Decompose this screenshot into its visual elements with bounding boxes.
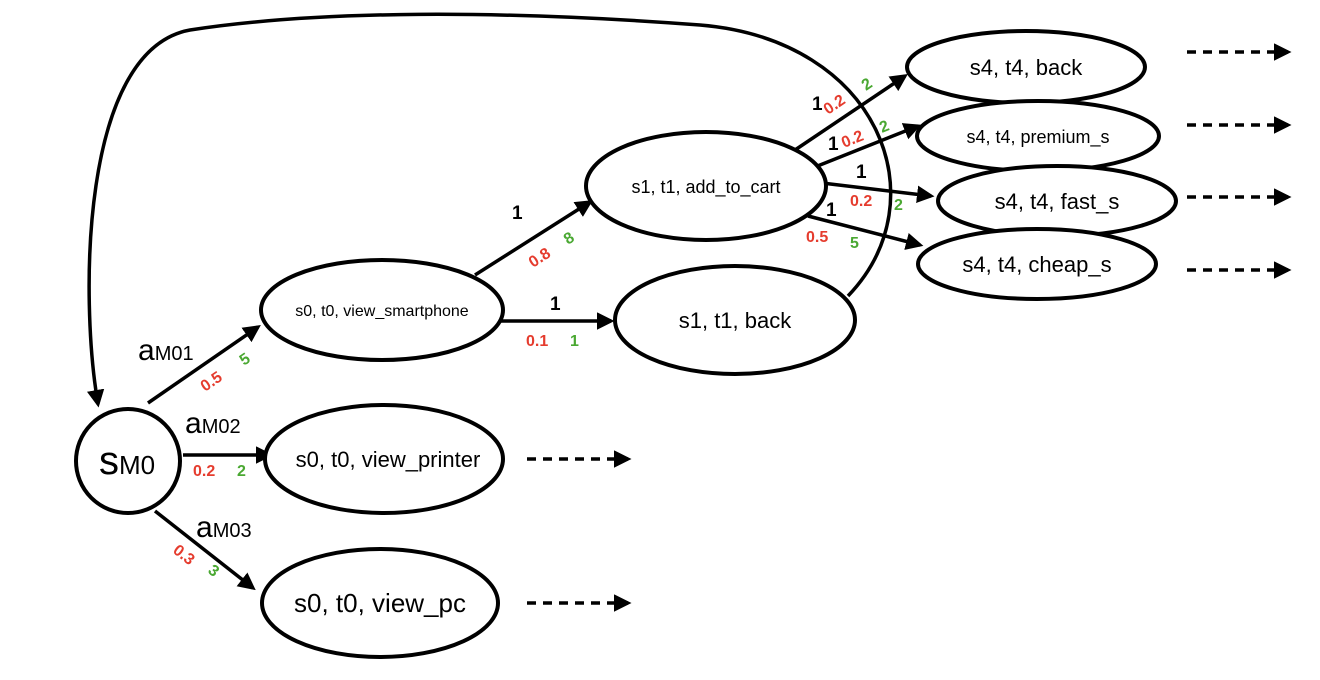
node-view-pc-label: s0, t0, view_pc — [294, 588, 466, 618]
reward-smartphone-back: 1 — [570, 333, 579, 350]
svg-text:sM0: sM0 — [99, 439, 155, 483]
edge-back-to-sm0 — [86, 12, 893, 408]
node-back-s1-label: s1, t1, back — [679, 308, 793, 333]
edge-smartphone-cart — [474, 200, 593, 277]
reward-cart-cheap: 5 — [850, 235, 859, 252]
action-am02: aM02 — [185, 407, 241, 440]
prob-sm0-pc: 0.3 — [170, 542, 198, 569]
reward-cart-back: 2 — [859, 75, 876, 94]
node-add-to-cart: s1, t1, add_to_cart — [584, 130, 828, 242]
reward-sm0-printer: 2 — [237, 463, 246, 480]
node-view-smartphone: s0, t0, view_smartphone — [259, 258, 505, 362]
reward-sm0-smartphone: 5 — [237, 350, 254, 369]
edge-cart-fast — [821, 181, 935, 204]
edge-cart-cheap — [807, 214, 924, 250]
reward-smartphone-cart: 8 — [561, 229, 578, 248]
node-view-pc: s0, t0, view_pc — [260, 547, 500, 659]
node-premium-s-label: s4, t4, premium_s — [966, 127, 1109, 148]
action-am01: aM01 — [138, 334, 194, 367]
node-back-s4: s4, t4, back — [905, 29, 1147, 105]
prob-cart-back: 0.2 — [821, 92, 849, 119]
node-fast-s-label: s4, t4, fast_s — [995, 189, 1120, 214]
edge-sm0-pc — [153, 509, 256, 591]
weight-cart-cheap: 1 — [826, 200, 837, 221]
node-cheap-s: s4, t4, cheap_s — [916, 227, 1158, 301]
node-sm0: sM0 — [74, 407, 182, 515]
node-back-s1: s1, t1, back — [613, 264, 857, 376]
weight-cart-premium: 1 — [828, 134, 839, 155]
node-view-printer-label: s0, t0, view_printer — [296, 447, 481, 472]
node-back-s4-label: s4, t4, back — [970, 55, 1084, 80]
node-sm0-sub: M0 — [119, 450, 155, 480]
prob-smartphone-cart: 0.8 — [526, 245, 554, 271]
reward-cart-fast: 2 — [894, 197, 903, 214]
prob-cart-cheap: 0.5 — [806, 229, 828, 246]
edge-cart-premium — [814, 123, 922, 169]
edge-cart-back — [794, 74, 908, 152]
node-view-printer: s0, t0, view_printer — [263, 403, 505, 515]
prob-smartphone-back: 0.1 — [526, 333, 548, 350]
node-sm0-main: s — [99, 439, 119, 483]
prob-sm0-printer: 0.2 — [193, 463, 215, 480]
weight-smartphone-back: 1 — [550, 294, 561, 315]
node-premium-s: s4, t4, premium_s — [915, 99, 1161, 173]
weight-cart-fast: 1 — [856, 162, 867, 183]
action-am03: aM03 — [196, 511, 252, 544]
weight-cart-back: 1 — [812, 94, 823, 115]
edge-sm0-smartphone — [147, 325, 261, 405]
node-fast-s: s4, t4, fast_s — [936, 164, 1178, 238]
prob-sm0-smartphone: 0.5 — [198, 369, 226, 396]
node-cheap-s-label: s4, t4, cheap_s — [962, 252, 1111, 277]
reward-sm0-pc: 3 — [205, 562, 223, 581]
node-add-to-cart-label: s1, t1, add_to_cart — [631, 177, 780, 198]
prob-cart-fast: 0.2 — [850, 193, 872, 210]
node-view-smartphone-label: s0, t0, view_smartphone — [295, 303, 469, 320]
weight-smartphone-cart: 1 — [512, 203, 523, 224]
